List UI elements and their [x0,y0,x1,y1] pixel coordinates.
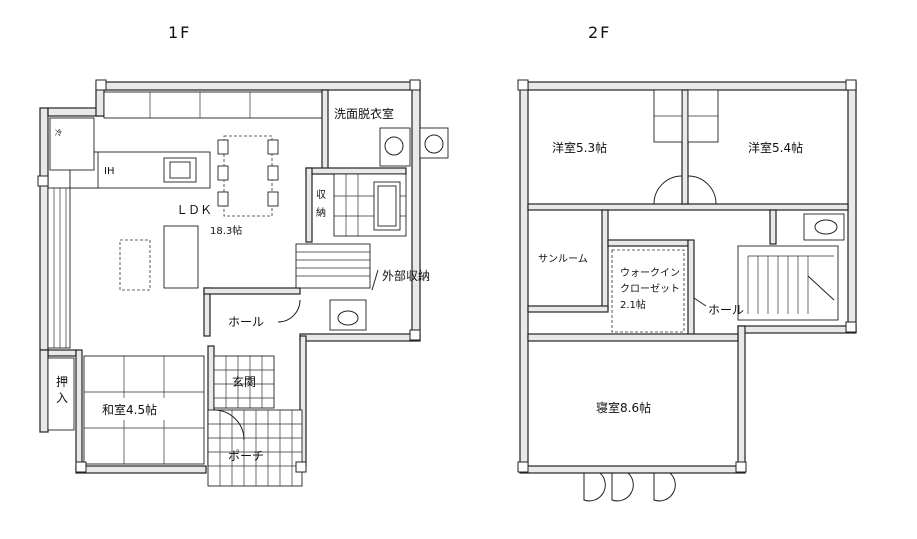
room-oshiire-a: 押 [56,375,68,389]
room-washitsu: 和室4.5帖 [102,402,157,417]
floor-label-2f: 2F [588,23,611,42]
floor-label-1f: 1F [168,23,191,42]
room-walkin-line2: クローゼット [620,283,680,295]
second-floor-plan: 洋室5.3帖 洋室5.4帖 サンルーム ウォークイン クローゼット 2.1帖 ホ… [517,79,857,502]
ih-label: IH [104,166,114,177]
room-external-storage: 外部収納 [382,268,430,283]
room-ldk: ＬＤＫ [176,203,212,217]
room-storage-b: 納 [316,206,326,219]
room-ldk-size: 18.3帖 [210,224,242,237]
pantry-mark: 冷 [55,128,62,137]
room-western-1: 洋室5.3帖 [552,140,607,155]
room-sunroom: サンルーム [538,253,588,265]
room-walkin-size: 2.1帖 [620,298,646,311]
room-western-2: 洋室5.4帖 [748,140,803,155]
room-entrance: 玄関 [232,374,256,389]
first-floor-plan: IH 冷 ＬＤＫ 18.3帖 洗面脱衣 [37,79,449,487]
room-oshiire-b: 入 [56,391,68,405]
room-walkin-line1: ウォークイン [620,267,680,279]
room-hall-2f: ホール [708,303,744,317]
room-hall-1f: ホール [228,315,264,329]
room-storage-a: 収 [316,189,326,201]
room-bedroom: 寝室8.6帖 [596,400,651,415]
room-porch: ポーチ [228,449,264,463]
room-washroom: 洗面脱衣室 [334,106,394,121]
